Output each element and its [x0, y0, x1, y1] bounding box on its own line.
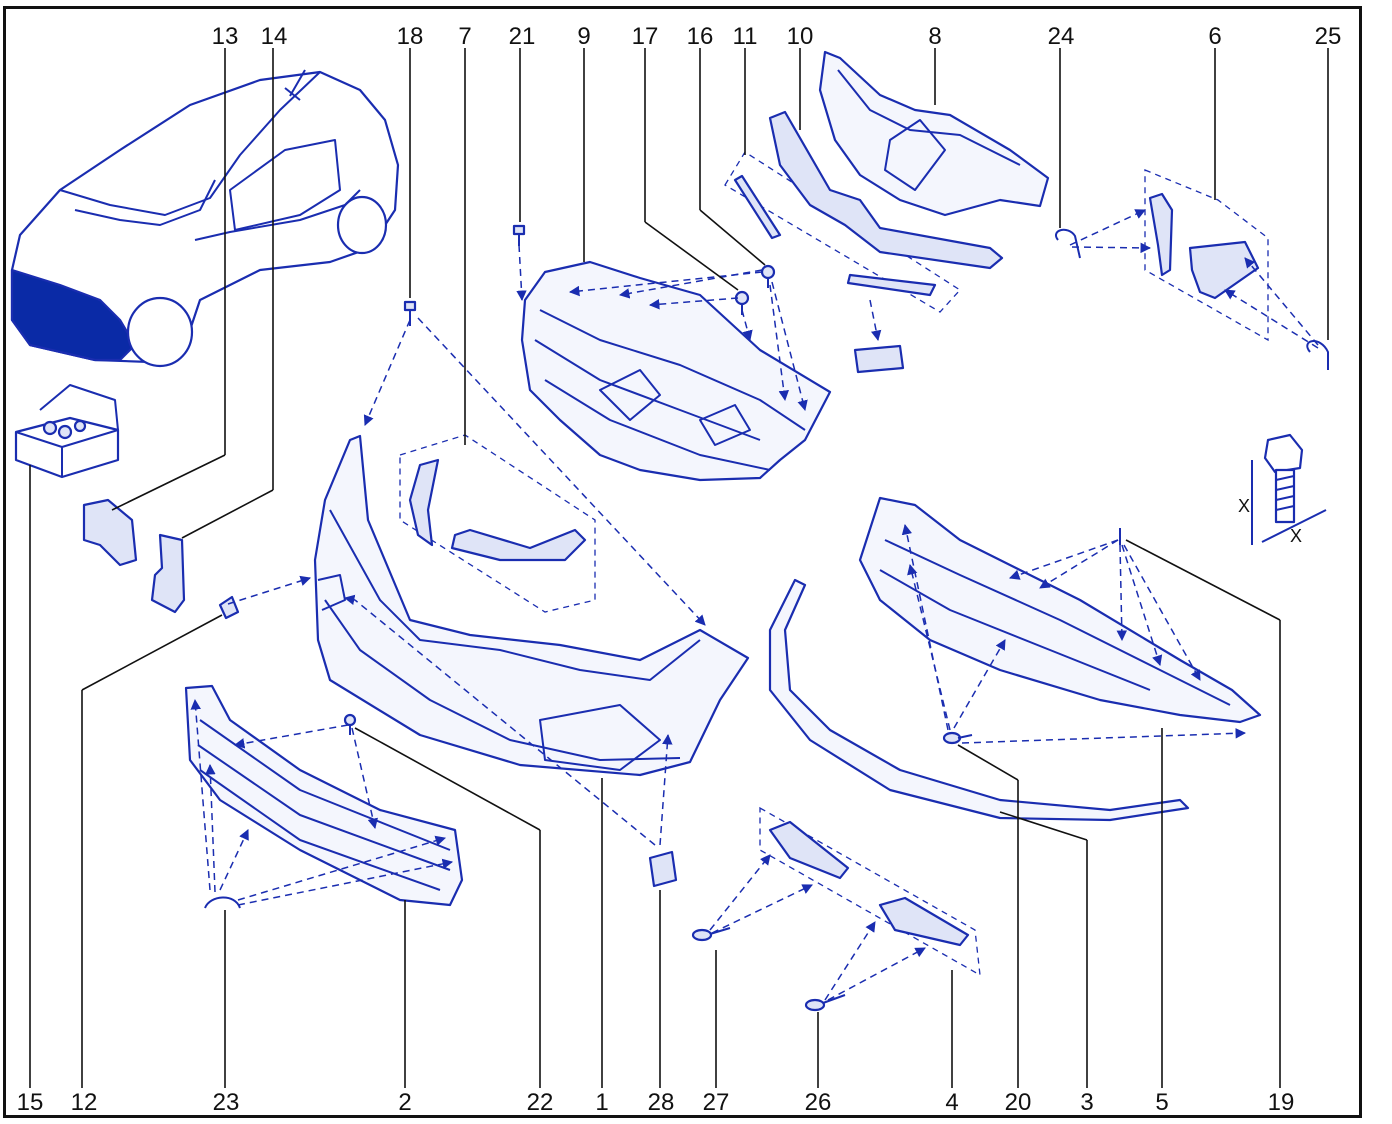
- part-28-tow-cover: [648, 850, 678, 888]
- callout-22: 22: [527, 1089, 554, 1116]
- callout-27: 27: [703, 1089, 730, 1116]
- callout-11: 11: [733, 23, 758, 50]
- callout-13: 13: [212, 23, 239, 50]
- callout-7: 7: [458, 23, 471, 50]
- callout-6: 6: [1208, 23, 1221, 50]
- part-11-strip-lower: [846, 273, 937, 297]
- callout-1: 1: [595, 1089, 608, 1116]
- leader-lines: [29, 48, 1329, 1088]
- car-front-highlight: [10, 268, 137, 362]
- part-22-screw: [343, 713, 357, 735]
- part-6-bracket-right: [1188, 240, 1260, 300]
- callout-8: 8: [928, 23, 941, 50]
- callout-9: 9: [577, 23, 590, 50]
- bolt-dimension-detail: X X: [1238, 433, 1327, 546]
- callout-23: 23: [213, 1089, 240, 1116]
- callout-25: 25: [1315, 23, 1342, 50]
- part-26-rivet: [804, 994, 846, 1012]
- part-11-strip-left: [733, 174, 782, 240]
- part-12-clip: [218, 595, 240, 620]
- car-illustration: [10, 69, 400, 368]
- part-7-moulding-right: [450, 528, 587, 562]
- dim-x-horizontal: X: [1290, 526, 1302, 546]
- callout-18: 18: [397, 23, 424, 50]
- part-20-rivet: [942, 731, 973, 745]
- callout-15: 15: [17, 1089, 44, 1116]
- callout-26: 26: [805, 1089, 832, 1116]
- part-23-clip: [204, 896, 241, 909]
- part-7-moulding-left: [408, 458, 440, 547]
- callout-28: 28: [648, 1089, 675, 1116]
- part-10-grille-trim: [768, 110, 1004, 270]
- callout-20: 20: [1005, 1089, 1032, 1116]
- part-15-fastener-kit-box: [14, 384, 120, 479]
- callout-2: 2: [398, 1089, 411, 1116]
- part-4-deflector-left: [768, 820, 850, 880]
- part-1-front-bumper: [313, 434, 750, 777]
- part-13-bracket: [82, 498, 138, 567]
- callout-10: 10: [787, 23, 814, 50]
- callout-17: 17: [632, 23, 659, 50]
- part-6-bracket-left: [1148, 192, 1174, 277]
- callout-16: 16: [687, 23, 714, 50]
- part-18-screw: [403, 300, 417, 326]
- part-9-carrier-frame: [520, 260, 832, 482]
- callout-5: 5: [1155, 1089, 1168, 1116]
- callout-14: 14: [261, 23, 288, 50]
- dim-x-vertical: X: [1238, 496, 1250, 516]
- part-8-main-grille: [818, 50, 1050, 217]
- part-24-clip: [1055, 228, 1081, 259]
- part-3-lip-spoiler: [768, 578, 1190, 822]
- callout-3: 3: [1080, 1089, 1093, 1116]
- part-19-underbody-shield: [858, 496, 1262, 724]
- diagram-frame: [3, 6, 1362, 1118]
- callout-12: 12: [71, 1089, 98, 1116]
- callout-21: 21: [509, 23, 536, 50]
- assembly-arrows: [190, 209, 1319, 1001]
- callout-19: 19: [1268, 1089, 1295, 1116]
- top-callouts: 13 14 18 7 21 9 17 16 11 10 8 24 6 25: [212, 23, 1342, 50]
- callout-24: 24: [1048, 23, 1075, 50]
- part-4-deflector-right: [878, 896, 970, 947]
- part-14-bracket: [150, 533, 186, 614]
- part-21-screw: [512, 224, 526, 246]
- part-27-rivet: [691, 927, 731, 942]
- part-11-badge-plate: [853, 344, 905, 374]
- callout-4: 4: [945, 1089, 958, 1116]
- part-25-clip: [1306, 340, 1329, 370]
- bottom-callouts: 15 12 23 2 22 1 28 27 26 4 20 3 5 19: [17, 1089, 1295, 1116]
